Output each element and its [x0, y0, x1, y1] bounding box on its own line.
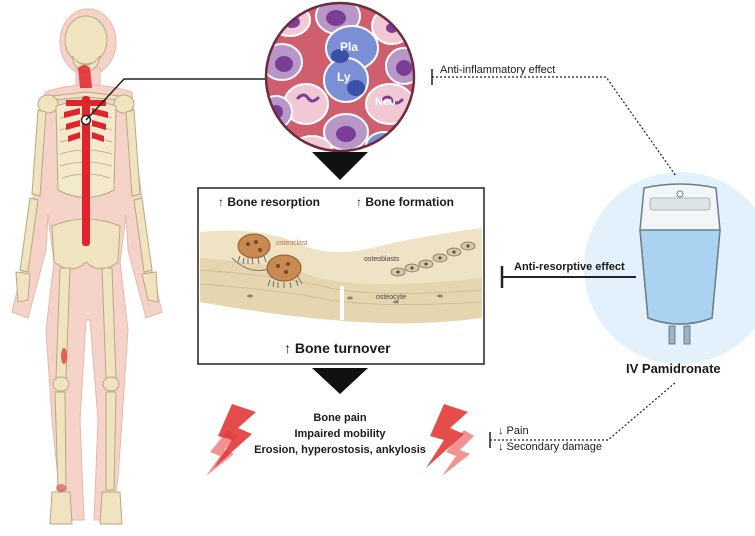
anti-resorptive-label: Anti-resorptive effect — [514, 261, 625, 273]
bone-formation-label: ↑ Bone formation — [356, 195, 454, 209]
inhibition-lines — [431, 69, 677, 448]
anti-inflammatory-label: Anti-inflammatory effect — [440, 64, 556, 76]
osteoclast-label: osteoclast — [276, 240, 308, 247]
bone-remodeling-box — [197, 187, 485, 365]
neutrophil-label: Neu — [375, 96, 396, 108]
outcome-pain: ↓ Pain — [498, 425, 529, 437]
pain-lightning-bolts — [206, 404, 474, 476]
plasma-cell-label: Pla — [340, 40, 359, 54]
body-to-cells-connector — [85, 78, 268, 121]
lymphocyte-label: Ly — [337, 70, 351, 84]
symptom-bone-pain: Bone pain — [313, 412, 367, 424]
osteoblasts-label: osteoblasts — [364, 256, 400, 263]
symptom-erosion: Erosion, hyperostosis, ankylosis — [254, 444, 426, 456]
human-skeleton-figure — [11, 8, 163, 525]
osteocyte-label: osteocyte — [376, 294, 406, 301]
iv-bag — [584, 172, 755, 364]
symptom-impaired-mobility: Impaired mobility — [294, 428, 386, 440]
down-arrow-1 — [312, 152, 368, 180]
bone-turnover-label: ↑ Bone turnover — [284, 340, 391, 356]
drug-name-label: IV Pamidronate — [626, 361, 721, 376]
bone-resorption-label: ↑ Bone resorption — [218, 195, 321, 209]
outcome-secondary-damage: ↓ Secondary damage — [498, 441, 602, 453]
down-arrow-2 — [312, 368, 368, 394]
